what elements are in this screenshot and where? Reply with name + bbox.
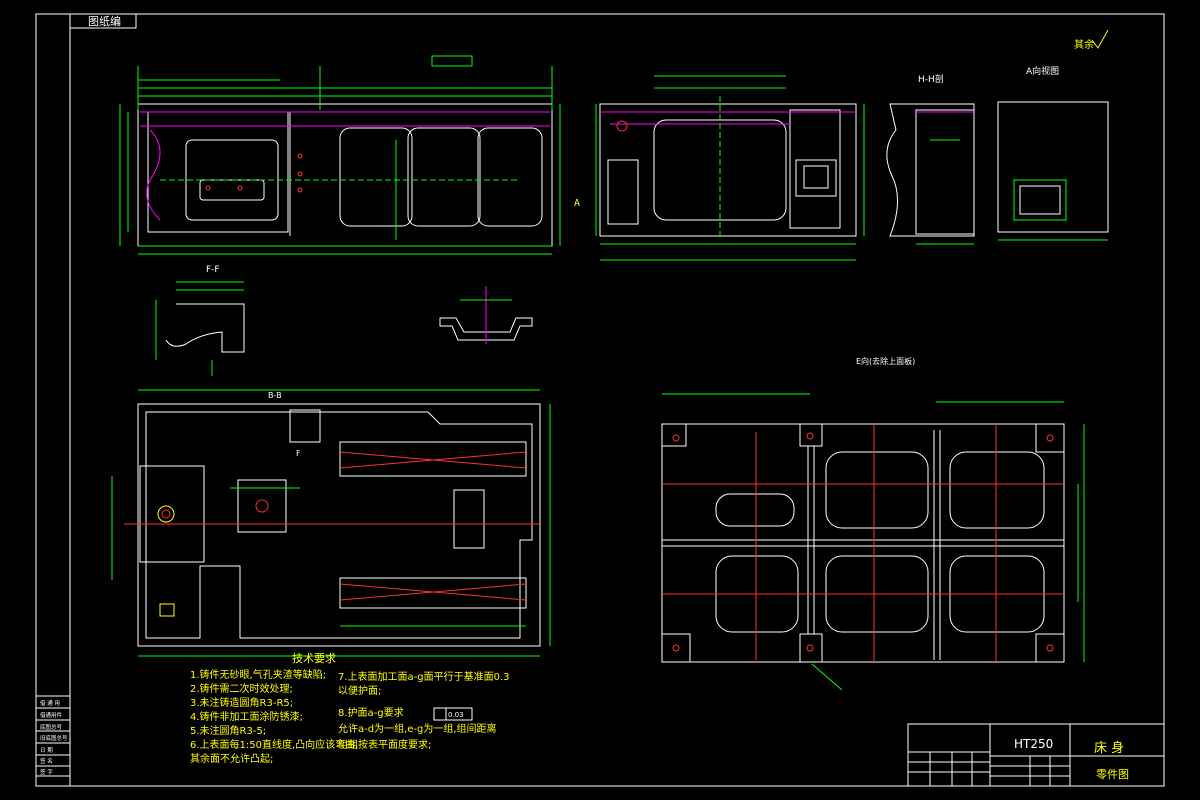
material-label: HT250	[1014, 737, 1053, 751]
top-left-label-box	[69, 13, 137, 29]
side-table-label: 旧底图总号	[40, 734, 68, 742]
e-view-outline	[661, 423, 1065, 663]
tech-right-line: 以便护面;	[338, 684, 381, 697]
view-arrow-a: A	[574, 198, 580, 209]
flatness-tolerance-frame: 0.03	[433, 707, 473, 721]
tech-left-line: 5.未注圆角R3-5;	[190, 724, 266, 737]
detail-section	[439, 286, 533, 344]
side-view	[595, 75, 865, 261]
part-name: 床 身	[1094, 740, 1124, 756]
drawing-type: 零件图	[1096, 768, 1129, 781]
f-mark: F	[296, 449, 301, 458]
top-left-label: 图纸编	[88, 14, 121, 28]
technical-requirements: 技术要求 1.铸件无砂眼,气孔夹渣等缺陷; 2.铸件需二次时效处理; 3.未注铸…	[190, 652, 510, 765]
e-direction-view	[661, 393, 1085, 691]
side-table-label: 签 字	[40, 768, 53, 776]
inner-border	[69, 13, 1165, 787]
tech-left-line: 6.上表面每1:50直线度,凸向应该弯曲,	[190, 738, 358, 751]
surface-roughness-symbol: 其余	[1074, 29, 1109, 51]
tech-left-line: 3.未注铸造圆角R3-R5;	[190, 696, 293, 709]
tech-right-line: 7.上表面加工面a-g面平行于基准面0.3	[338, 670, 510, 683]
a-direction-view	[997, 101, 1109, 241]
side-table-label: 借 通 用	[40, 699, 60, 707]
side-table	[35, 695, 71, 787]
side-table-label: 底图总号	[40, 723, 63, 731]
tech-left-line: 其余面不允许凸起;	[190, 752, 273, 765]
a-view-label: A向视图	[1026, 65, 1059, 77]
plan-view	[111, 389, 551, 657]
tech-right-line: 允许a-d为一组,e-g为一组,组间距离	[338, 722, 497, 735]
roughness-label: 其余	[1074, 38, 1094, 51]
side-table-labels: 借 通 用 借通用件 底图总号 旧底图总号 日 期 签 名 签 字	[40, 699, 68, 776]
tech-left-line: 4.铸件非加工面涂防锈漆;	[190, 710, 303, 723]
h-h-label: H-H剖	[918, 73, 944, 85]
tolerance-value: 0.03	[448, 711, 464, 719]
side-table-label: 签 名	[40, 757, 53, 765]
tech-heading: 技术要求	[292, 652, 336, 665]
tech-left-line: 1.铸件无砂眼,气孔夹渣等缺陷;	[190, 668, 326, 681]
tech-right-line: 组组按表平面度要求;	[338, 738, 431, 751]
f-f-section	[155, 281, 245, 376]
e-view-label: E向(去除上面板)	[856, 356, 915, 366]
side-table-label: 借通用件	[40, 711, 63, 719]
h-h-section	[886, 103, 975, 245]
title-block	[907, 723, 1165, 787]
b-b-mark: B-B	[268, 391, 282, 400]
plan-outline	[137, 403, 541, 647]
side-view-outline	[599, 103, 857, 237]
tech-right-line: 8.护面a-g要求	[338, 706, 404, 719]
side-table-label: 日 期	[40, 747, 53, 754]
drawing-frame	[35, 13, 1165, 787]
f-f-label: F-F	[206, 265, 220, 275]
front-view	[119, 55, 561, 255]
tech-left-line: 2.铸件需二次时效处理;	[190, 682, 293, 695]
